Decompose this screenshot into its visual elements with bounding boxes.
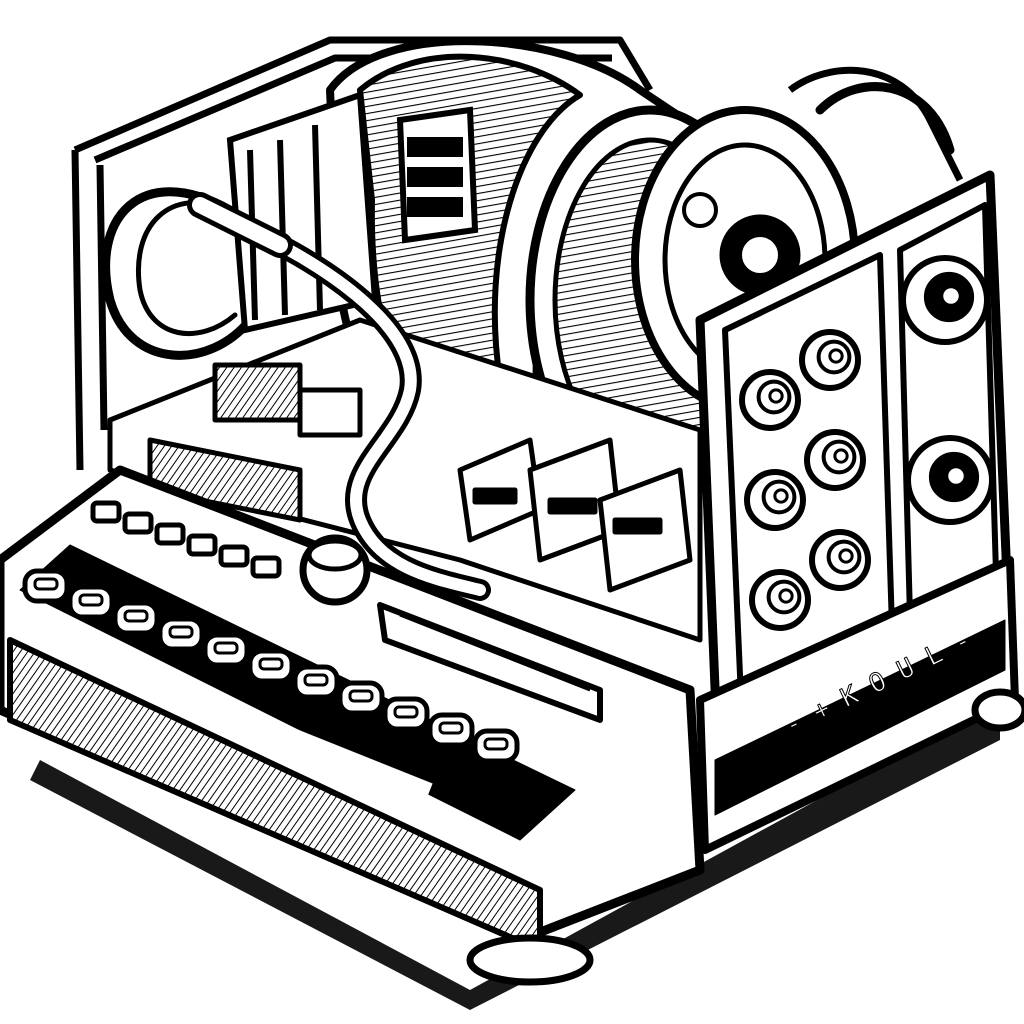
cable xyxy=(187,192,491,601)
internal-modules xyxy=(107,317,703,643)
side-knob xyxy=(799,329,861,391)
panel-buttons xyxy=(90,500,282,579)
side-knob xyxy=(749,569,811,631)
console-key xyxy=(292,664,340,700)
panel-button xyxy=(122,511,154,535)
console-key xyxy=(337,680,385,716)
panel-button xyxy=(250,555,282,579)
panel-button xyxy=(90,500,122,524)
wire-loops xyxy=(101,82,955,360)
console-key xyxy=(157,616,205,652)
console-key xyxy=(202,632,250,668)
panel-button xyxy=(218,544,250,568)
console-key xyxy=(67,584,115,620)
side-knob xyxy=(804,429,866,491)
console-key xyxy=(427,712,475,748)
side-knob xyxy=(900,255,990,345)
side-knobs xyxy=(739,255,995,631)
front-keys xyxy=(22,568,520,764)
side-knob xyxy=(809,529,871,591)
console-key xyxy=(22,568,70,604)
side-knob xyxy=(744,469,806,531)
panel-button xyxy=(186,533,218,557)
side-base: - + K O U L - xyxy=(696,556,1019,854)
panel-button xyxy=(154,522,186,546)
side-knob xyxy=(905,435,995,525)
feet xyxy=(466,688,1024,986)
side-knob xyxy=(739,369,801,431)
console-key xyxy=(112,600,160,636)
console-key xyxy=(382,696,430,732)
console-key xyxy=(247,648,295,684)
console-key xyxy=(472,728,520,764)
